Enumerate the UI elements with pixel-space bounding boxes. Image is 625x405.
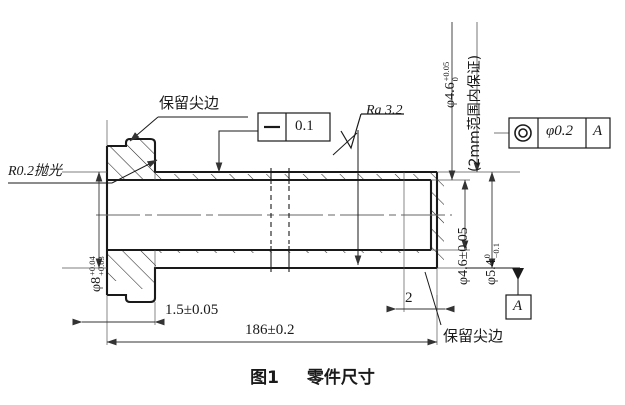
- roughness-value: Ra 3.2: [366, 103, 403, 118]
- dim-phi8-text: φ8+0.04+0.03: [87, 256, 106, 292]
- datum-a-frame: [505, 294, 532, 320]
- phi46top-main: φ4.6: [442, 82, 458, 108]
- concentricity-value: φ0.2: [546, 123, 574, 139]
- phi46top-lower: 0: [449, 77, 460, 82]
- phi8-main: φ8: [88, 276, 104, 292]
- caption-number: 图1: [250, 368, 279, 388]
- datum-a-label: A: [513, 298, 523, 314]
- dim-right-land-text: 2: [405, 290, 413, 306]
- flatness-value: 0.1: [295, 118, 314, 134]
- break-lines: [270, 168, 290, 272]
- leader-flatness: [215, 130, 258, 173]
- concentricity-frame: [508, 117, 611, 149]
- dim-phi46-right-text: φ4.6±0.05: [456, 227, 471, 285]
- leader-roughness: [332, 130, 362, 266]
- figure-caption: 图1 零件尺寸: [0, 363, 625, 388]
- leader-sharp-edge-right: [424, 271, 442, 326]
- concentricity-datum: A: [593, 123, 603, 139]
- caption-title: 零件尺寸: [306, 368, 375, 388]
- radius-polish-note: R0.2抛光: [8, 165, 62, 179]
- phi8-lower: +0.03: [95, 256, 106, 276]
- phi54-main: φ5.4: [483, 259, 499, 285]
- roughness-icon: [340, 113, 404, 150]
- phi54-lower: −0.1: [490, 242, 501, 259]
- flatness-frame: [257, 112, 331, 142]
- sharp-edge-note-right: 保留尖边: [443, 327, 504, 345]
- leader-sharp-edge-left: [129, 116, 248, 142]
- sharp-edge-note-left: 保留尖边: [159, 94, 220, 112]
- radius-value: R0.2抛光: [8, 164, 63, 179]
- note-2mm-range: (2mm范围内保证): [467, 54, 483, 172]
- dim-total-length-text: 186±0.2: [245, 322, 295, 338]
- leader-r02: [8, 159, 158, 184]
- dim-flange-thickness-text: 1.5±0.05: [165, 302, 219, 318]
- part-outline: [105, 137, 439, 304]
- roughness-label: Ra 3.2: [366, 104, 403, 118]
